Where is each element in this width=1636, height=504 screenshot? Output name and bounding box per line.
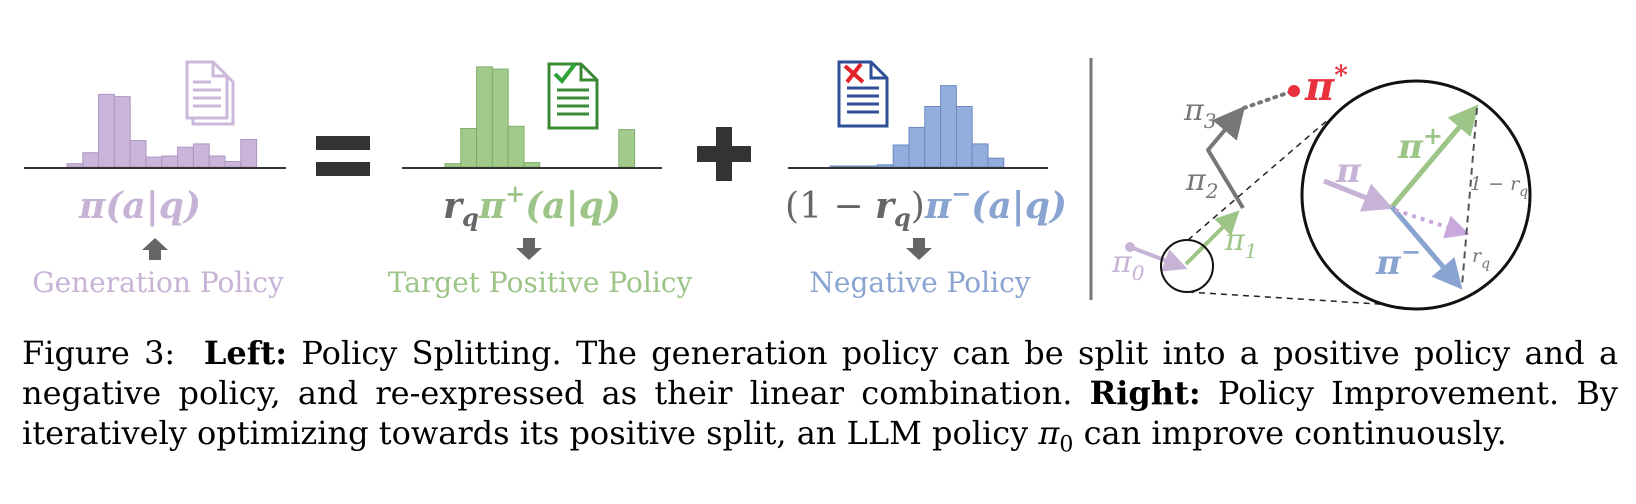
negative-policy-histogram <box>829 85 1005 168</box>
negative-histogram-bar <box>861 165 878 168</box>
pi0-label: π0 <box>1111 245 1145 285</box>
positive-down-arrow <box>516 238 542 260</box>
caption-left-text: Policy Splitting. The generation policy … <box>22 334 1619 412</box>
caption-left-label: Left: <box>203 334 288 372</box>
negative-document-cross-icon <box>837 60 889 128</box>
pi3-label: π3 <box>1183 93 1216 133</box>
generation-formula: π(a|q) <box>78 185 201 227</box>
policy-improvement-diagram <box>1125 79 1532 311</box>
generation-histogram-bar <box>66 163 84 168</box>
positive-histogram-bar <box>444 163 462 168</box>
generation-histogram-bar <box>177 146 194 168</box>
positive-label: Target Positive Policy <box>388 266 693 299</box>
one-minus-rq-label: 1 − rq <box>1470 173 1528 200</box>
pistar-label: π* <box>1304 61 1348 110</box>
caption-right-label: Right: <box>1089 374 1201 412</box>
generation-histogram-bar <box>240 139 258 168</box>
negative-histogram-bar <box>971 143 989 168</box>
generation-histogram-bar <box>98 93 115 168</box>
equals-sign <box>316 136 370 176</box>
zoom-pi-plus-label: π+ <box>1397 121 1443 167</box>
negative-histogram-bar <box>924 106 942 168</box>
pi1-label: π1 <box>1224 223 1257 263</box>
positive-histogram-bar <box>523 162 541 168</box>
positive-histogram-bar <box>618 129 636 168</box>
generation-label: Generation Policy <box>32 266 284 299</box>
generation-document-icon <box>185 60 235 126</box>
negative-histogram-bar <box>829 165 847 168</box>
generation-histogram-bar <box>129 140 147 168</box>
plus-sign <box>697 127 751 181</box>
negative-formula: (1 − rq)π−(a|q) <box>785 179 1067 232</box>
zoom-pi-label: π <box>1335 151 1362 191</box>
figure-diagram: π(a|q) Generation Policy rqπ+(a|q) Targe… <box>24 58 1532 311</box>
negative-histogram-bar <box>940 85 957 168</box>
zoom-circle <box>1300 79 1532 311</box>
generation-histogram-bar <box>208 155 226 168</box>
positive-histogram-bar <box>476 66 493 168</box>
negative-histogram-bar <box>908 126 926 168</box>
negative-histogram-bar <box>955 106 973 168</box>
generation-histogram-bar <box>161 155 179 168</box>
caption-pi0: π0 <box>1038 414 1074 458</box>
caption-tail-text: can improve continuously. <box>1073 414 1507 452</box>
caption-figure-label: Figure 3: <box>22 334 176 372</box>
negative-histogram-bar <box>845 165 863 168</box>
zoom-pi-minus-label: π− <box>1375 237 1421 283</box>
rq-label: rq <box>1472 245 1490 272</box>
zoom-source-circle <box>1160 239 1214 293</box>
negative-down-arrow <box>906 238 932 260</box>
generation-histogram-bar <box>145 156 163 168</box>
generation-histogram-bar <box>82 152 100 168</box>
generation-up-arrow <box>142 238 168 260</box>
figure-caption: Figure 3: Left: Policy Splitting. The ge… <box>22 333 1618 465</box>
negative-label: Negative Policy <box>809 266 1030 299</box>
positive-document-check-icon <box>547 62 599 130</box>
negative-histogram-bar <box>892 144 910 168</box>
positive-histogram-bar <box>460 128 478 168</box>
generation-histogram-bar <box>224 161 242 168</box>
negative-histogram-bar <box>876 164 894 168</box>
positive-histogram-bar <box>507 125 525 168</box>
positive-formula: rqπ+(a|q) <box>443 179 621 232</box>
positive-histogram-bar <box>491 68 509 168</box>
generation-histogram-bar <box>192 143 210 168</box>
pi2-label: π2 <box>1185 163 1218 203</box>
positive-policy-histogram <box>444 66 636 168</box>
generation-histogram-bar <box>113 96 131 168</box>
caption-right-text: Policy Improvement. By iteratively optim… <box>22 374 1619 452</box>
negative-histogram-bar <box>987 157 1005 168</box>
